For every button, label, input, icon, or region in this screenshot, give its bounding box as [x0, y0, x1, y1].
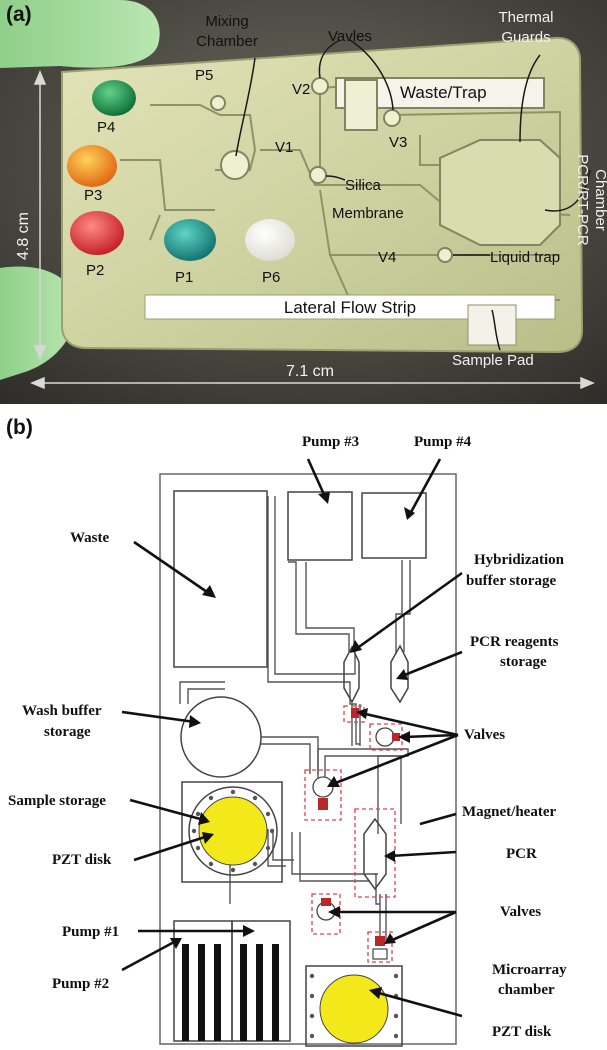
label-v1: V1 [275, 139, 293, 156]
label-valves-top: Valves [464, 727, 505, 743]
glove-bottom [0, 266, 76, 380]
label-sample-pad: Sample Pad [452, 352, 534, 369]
pcr-chamber-schematic [363, 817, 387, 891]
label-hybridization-1: Hybridization [474, 552, 565, 568]
photo-leader-lines [235, 39, 591, 351]
panel-a-label: (a) [6, 3, 32, 26]
label-magnet-heater: Magnet/heater [462, 804, 556, 820]
droplet-p2 [70, 211, 124, 255]
pzt-disk-left [198, 796, 268, 866]
sample-storage-ring [188, 786, 278, 876]
sample-storage-dots [191, 789, 275, 873]
photo-valves [210, 77, 453, 263]
label-height-dimension: 4.8 cm [15, 212, 32, 260]
panel-b-schematic: Pump #3 Pump #4 Waste Hybridization buff… [0, 404, 607, 1050]
label-wash-buffer-1: Wash buffer [22, 703, 102, 719]
label-v2: V2 [292, 81, 310, 98]
pzt-disk-bottom [319, 974, 389, 1044]
cartridge-body [61, 36, 584, 354]
label-thermal-guards-2: Guards [501, 29, 550, 46]
pump-electrodes [182, 944, 279, 1041]
label-p6: P6 [262, 269, 280, 286]
label-pump3: Pump #3 [302, 434, 359, 450]
label-liquid-trap: Liquid trap [490, 249, 560, 266]
label-pcr-reagents-2: storage [500, 654, 547, 670]
pcr-chamber [439, 139, 561, 246]
schematic-outline [159, 473, 457, 1045]
label-pcr-chamber-2: Chamber [592, 169, 607, 231]
pump4-box [361, 492, 427, 559]
droplet-p6 [245, 219, 295, 261]
label-pcr: PCR [506, 846, 537, 862]
label-waste-trap: Waste/Trap [400, 83, 487, 102]
label-p1: P1 [175, 269, 193, 286]
label-pump4: Pump #4 [414, 434, 472, 450]
waste-chamber [173, 490, 268, 668]
label-pzt-disk-bottom: PZT disk [492, 1024, 552, 1040]
label-microarray-2: chamber [498, 982, 555, 998]
hybridization-storage [343, 645, 360, 704]
label-mixing-chamber-1: Mixing [205, 13, 248, 30]
label-hybridization-2: buffer storage [466, 573, 556, 589]
label-microarray-1: Microarray [492, 962, 567, 978]
label-p3: P3 [84, 187, 102, 204]
pcr-reagents-storage [390, 644, 409, 704]
glove-top [0, 0, 160, 68]
label-v4: V4 [378, 249, 396, 266]
label-p5: P5 [195, 67, 213, 84]
arrow-heads [170, 492, 415, 999]
label-valves-bottom: Valves [500, 904, 541, 920]
label-thermal-guards-1: Thermal [498, 9, 553, 26]
label-lateral-flow-strip: Lateral Flow Strip [284, 298, 416, 317]
droplet-p4 [92, 80, 136, 116]
label-p2: P2 [86, 262, 104, 279]
label-silica-1: Silica [345, 177, 382, 194]
sample-storage-box [181, 781, 283, 883]
label-pcr-chamber-1: PCR/RT-PCR [574, 154, 591, 246]
label-mixing-chamber-2: Chamber [196, 33, 258, 50]
label-pcr-reagents-1: PCR reagents [470, 634, 559, 650]
label-sample-storage: Sample storage [8, 793, 106, 809]
panel-a-photo: Mixing Chamber Vavles P5 P4 V2 Waste/Tra… [0, 0, 607, 404]
label-silica-2: Membrane [332, 205, 404, 222]
label-width-dimension: 7.1 cm [286, 363, 334, 380]
wash-buffer-chamber [180, 696, 262, 778]
label-p4: P4 [97, 119, 115, 136]
waste-block [344, 79, 378, 131]
droplet-p1 [164, 219, 216, 261]
panel-b-label: (b) [6, 416, 33, 439]
microarray-dots [309, 973, 399, 1039]
microarray-chamber [305, 965, 403, 1047]
callout-arrows [121, 458, 463, 1018]
schematic-channels [179, 496, 411, 944]
label-pump1: Pump #1 [62, 924, 119, 940]
droplet-p3 [67, 145, 117, 187]
valve-symbols [312, 708, 400, 960]
label-pump2: Pump #2 [52, 976, 109, 992]
label-pzt-disk-left: PZT disk [52, 852, 112, 868]
pump3-box [287, 491, 353, 561]
cartridge-schematic: Pump #3 Pump #4 Waste Hybridization buff… [8, 434, 567, 1047]
dimension-lines [30, 70, 595, 390]
cartridge-photo: Mixing Chamber Vavles P5 P4 V2 Waste/Tra… [0, 0, 607, 404]
label-valves: Vavles [328, 28, 372, 45]
label-waste: Waste [70, 530, 110, 546]
label-v3: V3 [389, 134, 407, 151]
label-wash-buffer-2: storage [44, 724, 91, 740]
